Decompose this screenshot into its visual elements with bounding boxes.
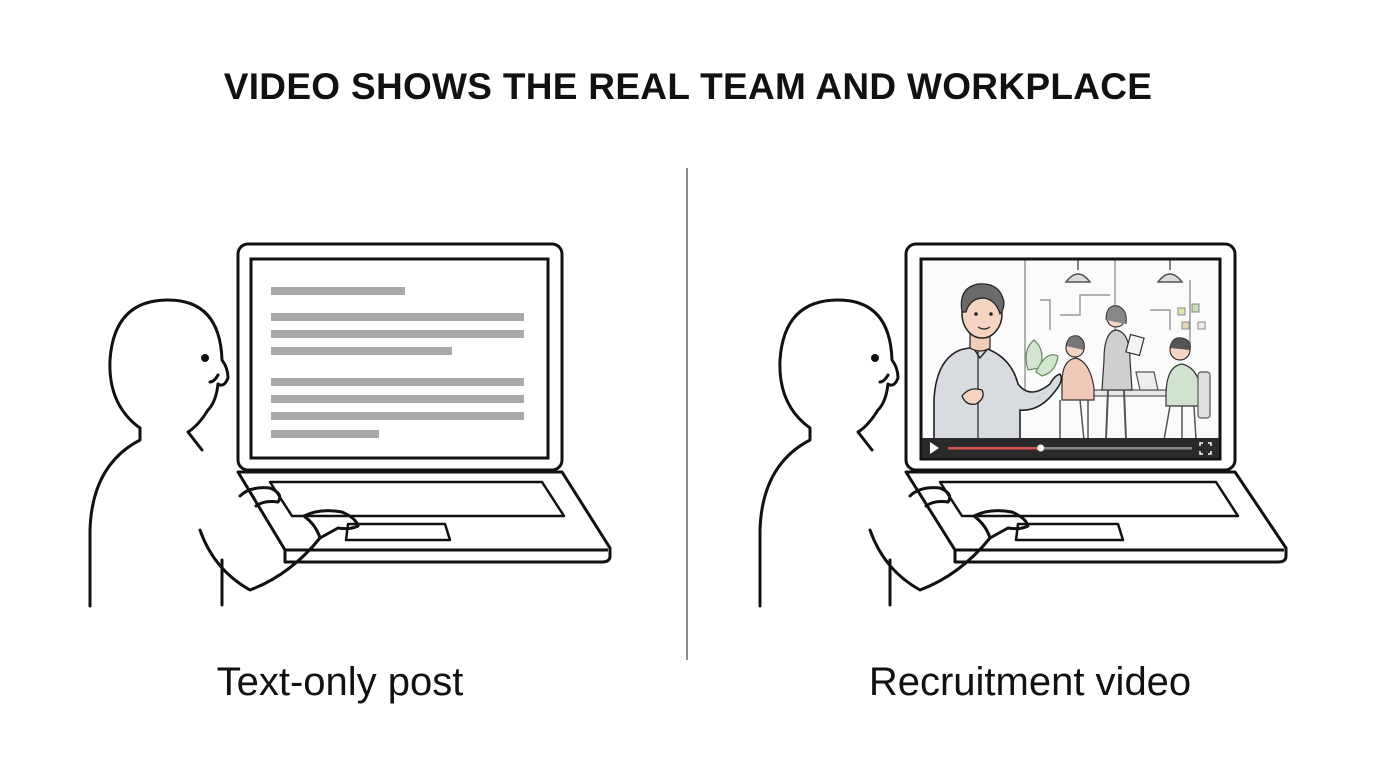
panel-divider [686,168,688,660]
text-line [271,287,405,295]
video-scene [921,259,1220,459]
video-screen [919,257,1222,461]
post-text-lines [271,287,524,438]
text-line [271,378,524,386]
text-line [271,330,524,338]
recruitment-video-illustration [758,242,1288,608]
text-only-caption: Text-only post [216,660,464,704]
text-line [271,412,524,420]
person-icon [758,298,1030,608]
play-icon[interactable] [930,442,939,454]
presenter [933,283,1063,459]
text-line [271,313,524,321]
progress-fill [948,447,1041,450]
fullscreen-icon[interactable] [1199,442,1212,455]
video-controls[interactable] [922,438,1219,458]
pendant-lamp-icon [1064,259,1184,283]
progress-track[interactable] [948,447,1192,450]
text-only-illustration [88,242,612,608]
text-line [271,395,524,403]
text-only-panel [80,200,640,620]
recruitment-video-caption: Recruitment video [868,660,1192,704]
plant-icon [1025,339,1059,377]
page-title: VIDEO SHOWS THE REAL TEAM AND WORKPLACE [223,66,1153,107]
progress-knob[interactable] [1037,444,1045,452]
text-line [271,430,379,438]
recruitment-video-panel [750,200,1310,620]
person-icon [88,298,360,608]
text-line [271,347,452,355]
